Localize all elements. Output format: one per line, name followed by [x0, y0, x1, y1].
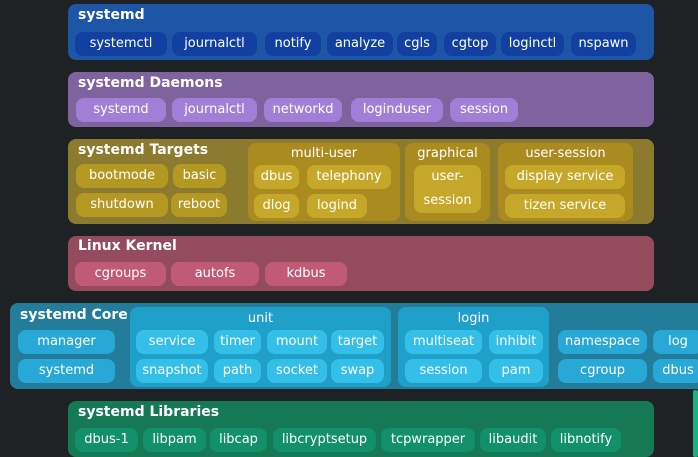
graphical-title: graphical: [417, 146, 478, 161]
login-pam: pam: [489, 359, 543, 383]
unit-title: unit: [247, 311, 274, 326]
multi-user-logind: logind: [307, 194, 367, 218]
multi-user-dlog: dlog: [254, 194, 299, 218]
unit-socket: socket: [267, 359, 327, 383]
systemd-utilities-layer: systemd systemctl journalctl notify anal…: [68, 4, 654, 60]
unit-path: path: [214, 359, 261, 383]
unit-group: unit service timer mount target snapshot…: [130, 307, 391, 387]
util-cgtop: cgtop: [444, 32, 496, 56]
login-title: login: [457, 311, 490, 326]
unit-timer: timer: [214, 330, 261, 354]
user-session-display-service: display service: [505, 165, 625, 189]
systemd-daemons-title: systemd Daemons: [78, 75, 223, 91]
lib-libcryptsetup: libcryptsetup: [273, 428, 376, 452]
accent-bar: [693, 390, 698, 457]
login-group: login multiseat inhibit session pam: [398, 307, 549, 387]
daemon-loginduser: loginduser: [351, 98, 443, 122]
systemd-core-title: systemd Core: [20, 307, 128, 323]
login-multiseat: multiseat: [405, 330, 482, 354]
daemon-session: session: [450, 98, 518, 122]
systemd-utilities-title: systemd: [78, 7, 145, 23]
target-basic: basic: [173, 164, 226, 188]
unit-swap: swap: [331, 359, 384, 383]
core-namespace: namespace: [558, 330, 647, 354]
systemd-libraries-title: systemd Libraries: [78, 404, 220, 420]
graphical-user-session: user-session: [414, 165, 481, 213]
daemon-journalctl: journalctl: [172, 98, 257, 122]
daemon-networkd: networkd: [264, 98, 342, 122]
unit-target: target: [331, 330, 384, 354]
util-nspawn: nspawn: [571, 32, 636, 56]
target-bootmode: bootmode: [76, 164, 168, 188]
kernel-autofs: autofs: [171, 262, 259, 286]
unit-mount: mount: [267, 330, 327, 354]
multi-user-title: multi-user: [290, 146, 358, 161]
systemd-targets-layer: systemd Targets bootmode basic shutdown …: [68, 139, 654, 224]
util-journalctl: journalctl: [172, 32, 257, 56]
unit-service: service: [136, 330, 208, 354]
util-notify: notify: [265, 32, 321, 56]
target-shutdown: shutdown: [76, 193, 168, 217]
systemd-daemons-layer: systemd Daemons systemd journalctl netwo…: [68, 72, 654, 127]
linux-kernel-title: Linux Kernel: [78, 238, 177, 254]
multi-user-dbus: dbus: [254, 165, 299, 189]
lib-libnotify: libnotify: [551, 428, 621, 452]
daemon-systemd: systemd: [76, 98, 166, 122]
graphical-group: graphical user-session: [405, 143, 490, 221]
login-inhibit: inhibit: [489, 330, 543, 354]
core-systemd: systemd: [18, 359, 115, 383]
lib-tcpwrapper: tcpwrapper: [381, 428, 475, 452]
kernel-cgroups: cgroups: [75, 262, 166, 286]
lib-libpam: libpam: [143, 428, 206, 452]
user-session-title: user-session: [525, 146, 606, 161]
multi-user-group: multi-user dbus telephony dlog logind: [248, 143, 400, 221]
lib-dbus-1: dbus-1: [75, 428, 138, 452]
kernel-kdbus: kdbus: [265, 262, 347, 286]
target-reboot: reboot: [171, 193, 227, 217]
lib-libcap: libcap: [210, 428, 267, 452]
systemd-targets-title: systemd Targets: [78, 142, 209, 158]
util-loginctl: loginctl: [501, 32, 564, 56]
unit-snapshot: snapshot: [136, 359, 208, 383]
systemd-libraries-layer: systemd Libraries dbus-1 libpam libcap l…: [68, 401, 654, 457]
user-session-tizen-service: tizen service: [505, 194, 625, 218]
multi-user-telephony: telephony: [307, 165, 391, 189]
core-log: log: [653, 330, 698, 354]
systemd-core-layer: systemd Core manager systemd unit servic…: [10, 303, 698, 389]
core-cgroup: cgroup: [558, 359, 647, 383]
core-dbus: dbus: [653, 359, 698, 383]
user-session-group: user-session display service tizen servi…: [498, 143, 633, 221]
util-analyze: analyze: [327, 32, 393, 56]
login-session: session: [405, 359, 482, 383]
util-systemctl: systemctl: [75, 32, 167, 56]
lib-libaudit: libaudit: [480, 428, 546, 452]
util-cgls: cgls: [397, 32, 437, 56]
linux-kernel-layer: Linux Kernel cgroups autofs kdbus: [68, 236, 654, 291]
core-manager: manager: [18, 330, 115, 354]
